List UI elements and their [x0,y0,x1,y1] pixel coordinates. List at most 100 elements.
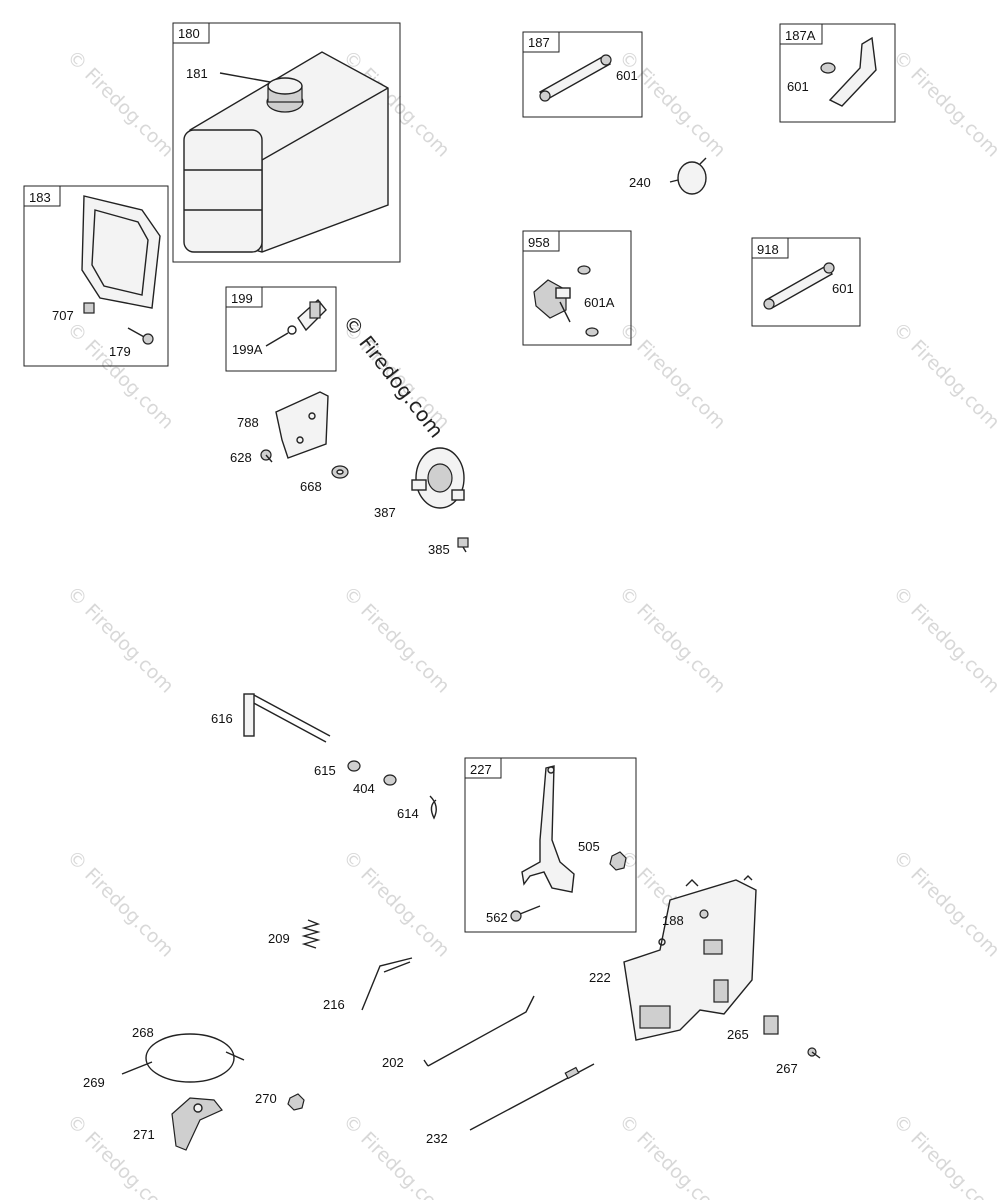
spring-209 [301,919,321,949]
group-frame-918 [751,237,861,327]
part-group-180: 180 181 [172,22,401,263]
fuel-fitting [287,298,327,335]
part-group-187A: 187A 601 [779,23,896,123]
rod-202 [423,995,535,1067]
group-frame-180 [172,22,401,263]
screw-179 [127,327,154,345]
control-bracket-222 [623,875,757,1041]
callout-183: 183 [29,190,51,205]
group-tag-180 [172,22,210,44]
group-frame-187 [522,31,643,118]
callout-601A: 601A [584,295,615,310]
callout-918: 918 [757,242,779,257]
watermark-tile: © Firedog.com [888,582,1000,697]
part-group-958: 958 601A [522,230,632,346]
callout-958: 958 [528,235,550,250]
callout-222: 222 [589,970,611,985]
callout-271: 271 [133,1127,155,1142]
callout-404: 404 [353,781,375,796]
fuel-hose-187A [820,36,877,107]
tank-strap [81,195,161,309]
washer-668 [331,465,349,479]
callout-187A: 187A [785,28,816,43]
screw-385 [457,537,469,553]
callout-187: 187 [528,35,550,50]
clip-707 [83,302,95,314]
watermark-tile: © Firedog.com [338,1110,453,1200]
bolt-562 [510,905,541,922]
link-216 [361,957,413,1011]
group-tag-918 [751,237,789,259]
watermark-tile: © Firedog.com [614,318,729,433]
nut-505 [609,851,627,871]
washer-404 [383,774,397,786]
fuel-hose-187 [538,54,612,102]
screw-628 [260,449,273,463]
watermark-tile: © Firedog.com [888,46,1000,161]
callout-269: 269 [83,1075,105,1090]
callout-270: 270 [255,1091,277,1106]
leader-199A [265,332,289,347]
nut-270 [287,1093,305,1111]
group-tag-183 [23,185,61,207]
bracket-788 [275,391,329,459]
fuel-filter-240 [669,157,707,195]
fuel-pump-387 [411,447,465,509]
shutoff-valve [533,265,599,337]
screw-267 [807,1047,821,1059]
callout-788: 788 [237,415,259,430]
cable-clamp-271 [171,1097,223,1151]
callout-227: 227 [470,762,492,777]
group-frame-958 [522,230,632,346]
group-frame-187A [779,23,896,123]
callout-267: 267 [776,1061,798,1076]
fuel-hose-918 [763,262,835,310]
watermark-tile: © Firedog.com [338,846,453,961]
leader-181 [219,72,271,83]
callout-265: 265 [727,1027,749,1042]
governor-lever [521,765,575,893]
group-tag-199 [225,286,263,308]
part-group-187: 187 601 [522,31,643,118]
part-group-918: 918 601 [751,237,861,327]
watermark-tile: © Firedog.com [614,1110,729,1200]
callout-614: 614 [397,806,419,821]
callout-387: 387 [374,505,396,520]
part-group-227: 227 505 562 [464,757,637,933]
watermark-tile: © Firedog.com [62,582,177,697]
cable-232 [469,1063,595,1131]
callout-216: 216 [323,997,345,1012]
clip-265 [763,1015,779,1035]
group-tag-187 [522,31,560,53]
watermark-tile: © Firedog.com [338,582,453,697]
callout-199: 199 [231,291,253,306]
watermark-tile: © Firedog.com [62,46,177,161]
callout-181: 181 [186,66,208,81]
governor-shaft-616 [243,693,331,743]
callout-199A: 199A [232,342,263,357]
clip-614 [429,795,437,820]
group-frame-227 [464,757,637,933]
callout-601-b: 601 [787,79,809,94]
callout-180: 180 [178,26,200,41]
callout-209: 209 [268,931,290,946]
callout-268: 268 [132,1025,154,1040]
washer-615 [347,760,361,772]
callout-707: 707 [52,308,74,323]
fuel-cap [266,77,304,113]
watermark-tile: © Firedog.com [62,318,177,433]
part-group-199: 199 199A [225,286,337,372]
callout-616: 616 [211,711,233,726]
callout-628: 628 [230,450,252,465]
group-frame-183 [23,185,169,367]
group-tag-958 [522,230,560,252]
watermark-tile: © Firedog.com [614,46,729,161]
watermark-tile: © Firedog.com [614,582,729,697]
part-group-183: 183 707 179 [23,185,169,367]
watermark-tile: © Firedog.com [888,1110,1000,1200]
callout-601-a: 601 [616,68,638,83]
callout-668: 668 [300,479,322,494]
group-frame-199 [225,286,337,372]
watermark-tile: © Firedog.com [888,318,1000,433]
